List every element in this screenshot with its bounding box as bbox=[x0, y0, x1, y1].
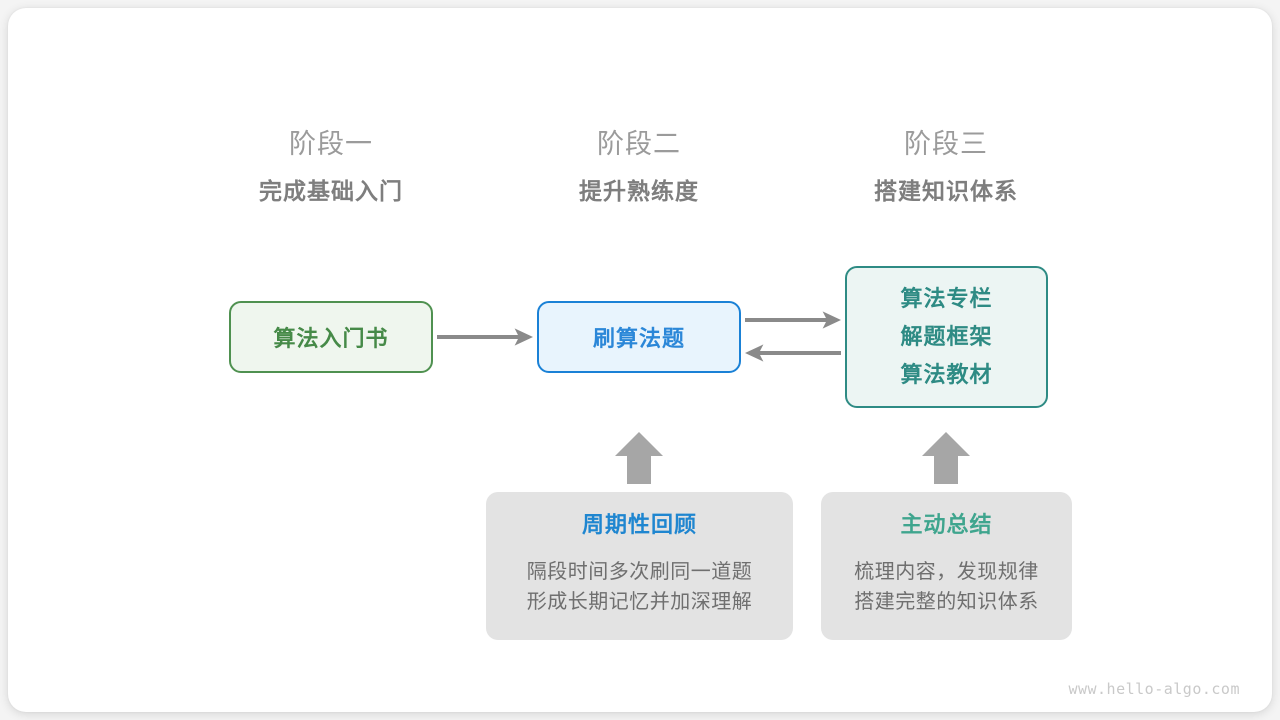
node-practice-problems[interactable]: 刷算法题 bbox=[537, 301, 741, 373]
node-resources-line-1: 算法专栏 bbox=[900, 286, 993, 311]
info-card-periodic-review-body-line-1: 隔段时间多次刷同一道题 bbox=[526, 561, 753, 583]
watermark: www.hello-algo.com bbox=[1068, 680, 1240, 698]
info-card-active-summary-title: 主动总结 bbox=[900, 512, 993, 537]
stage-header-2: 阶段二 提升熟练度 bbox=[509, 127, 769, 207]
info-card-periodic-review[interactable]: 周期性回顾 隔段时间多次刷同一道题 形成长期记忆并加深理解 bbox=[486, 492, 793, 640]
node-resources-line-2: 解题框架 bbox=[900, 324, 993, 349]
node-intro-book-label: 算法入门书 bbox=[273, 326, 389, 351]
node-resources[interactable]: 算法专栏 解题框架 算法教材 bbox=[845, 266, 1048, 408]
node-resources-line-3: 算法教材 bbox=[900, 362, 993, 387]
info-card-periodic-review-body: 隔段时间多次刷同一道题 形成长期记忆并加深理解 bbox=[486, 557, 793, 617]
info-card-active-summary-body-line-2: 搭建完整的知识体系 bbox=[854, 591, 1039, 613]
stage-2-title: 提升熟练度 bbox=[579, 178, 699, 204]
info-card-active-summary-body-line-1: 梳理内容，发现规律 bbox=[854, 561, 1039, 583]
stage-header-3: 阶段三 搭建知识体系 bbox=[816, 127, 1076, 207]
node-intro-book[interactable]: 算法入门书 bbox=[229, 301, 433, 373]
stage-1-title: 完成基础入门 bbox=[259, 178, 403, 204]
info-card-active-summary-body: 梳理内容，发现规律 搭建完整的知识体系 bbox=[821, 557, 1072, 617]
info-card-active-summary[interactable]: 主动总结 梳理内容，发现规律 搭建完整的知识体系 bbox=[821, 492, 1072, 640]
stage-header-1: 阶段一 完成基础入门 bbox=[201, 127, 461, 207]
info-card-periodic-review-title: 周期性回顾 bbox=[581, 512, 697, 537]
stage-1-number: 阶段一 bbox=[289, 129, 373, 159]
stage-3-title: 搭建知识体系 bbox=[874, 178, 1018, 204]
stage-2-number: 阶段二 bbox=[597, 129, 681, 159]
info-card-periodic-review-body-line-2: 形成长期记忆并加深理解 bbox=[526, 591, 753, 613]
node-practice-problems-label: 刷算法题 bbox=[592, 326, 685, 351]
stage-3-number: 阶段三 bbox=[904, 129, 988, 159]
